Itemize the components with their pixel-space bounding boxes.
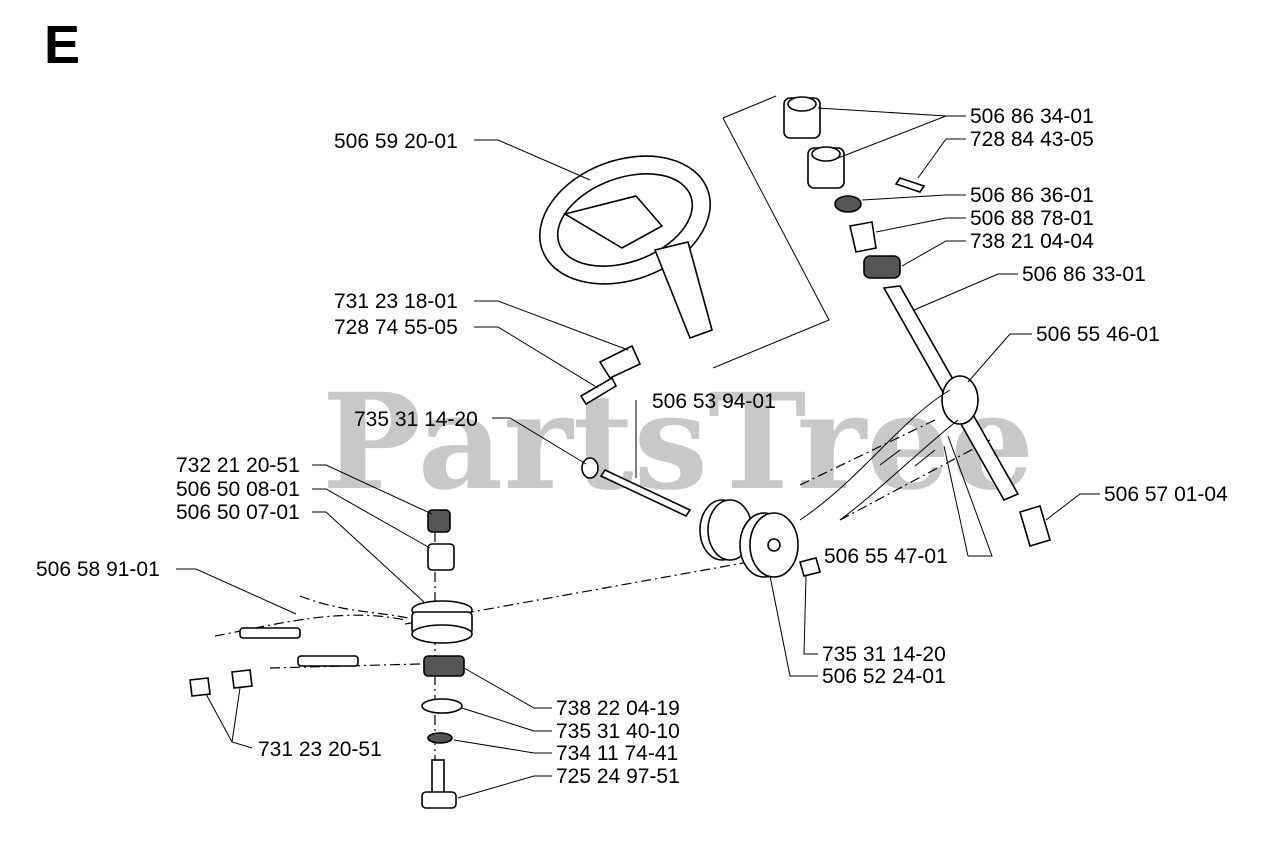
- part-label-731-23-20-51: 731 23 20-51: [258, 738, 382, 761]
- leader-lines: [176, 107, 1100, 799]
- part-label-728-74-55-05: 728 74 55-05: [334, 316, 458, 339]
- part-label-506-88-78-01: 506 88 78-01: [970, 207, 1094, 230]
- part-label-732-21-20-51: 732 21 20-51: [176, 454, 300, 477]
- part-label-735-31-14-20-top: 735 31 14-20: [354, 408, 478, 431]
- lower-cable-ends: [189, 627, 359, 697]
- part-label-725-24-97-51: 725 24 97-51: [556, 765, 680, 788]
- part-label-506-86-34-01: 506 86 34-01: [970, 105, 1094, 128]
- part-label-506-50-07-01: 506 50 07-01: [176, 501, 300, 524]
- part-label-735-31-40-10: 735 31 40-10: [556, 720, 680, 743]
- mount-stack: [411, 509, 473, 809]
- part-labels: 506 59 20-01 731 23 18-01 728 74 55-05 7…: [36, 105, 1228, 788]
- part-label-735-31-14-20-bottom: 735 31 14-20: [822, 643, 946, 666]
- part-label-506-55-46-01: 506 55 46-01: [1036, 323, 1160, 346]
- cables: [799, 389, 959, 521]
- part-label-506-53-94-01: 506 53 94-01: [652, 390, 776, 413]
- part-label-738-21-04-04: 738 21 04-04: [970, 230, 1094, 253]
- section-letter: E: [44, 15, 81, 75]
- part-label-731-23-18-01: 731 23 18-01: [334, 290, 458, 313]
- part-label-506-57-01-04: 506 57 01-04: [1104, 483, 1228, 506]
- part-label-506-59-20-01: 506 59 20-01: [334, 130, 458, 153]
- part-label-728-84-43-05: 728 84 43-05: [970, 128, 1094, 151]
- steering-column: [783, 96, 1051, 547]
- part-label-506-52-24-01: 506 52 24-01: [822, 665, 946, 688]
- steering-wheel-assembly: [538, 95, 830, 406]
- part-label-506-50-08-01: 506 50 08-01: [176, 478, 300, 501]
- part-label-506-58-91-01: 506 58 91-01: [36, 558, 160, 581]
- part-label-506-86-33-01: 506 86 33-01: [1022, 263, 1146, 286]
- pulley-assembly: [581, 457, 821, 578]
- watermark: PartsTree: [322, 365, 1034, 520]
- part-label-734-11-74-41: 734 11 74-41: [556, 742, 678, 765]
- part-label-506-55-47-01: 506 55 47-01: [824, 545, 948, 568]
- threaded-stud: [579, 376, 618, 406]
- hex-nut: [598, 344, 642, 380]
- part-label-506-86-36-01: 506 86 36-01: [970, 184, 1094, 207]
- part-label-738-22-04-19: 738 22 04-19: [556, 697, 680, 720]
